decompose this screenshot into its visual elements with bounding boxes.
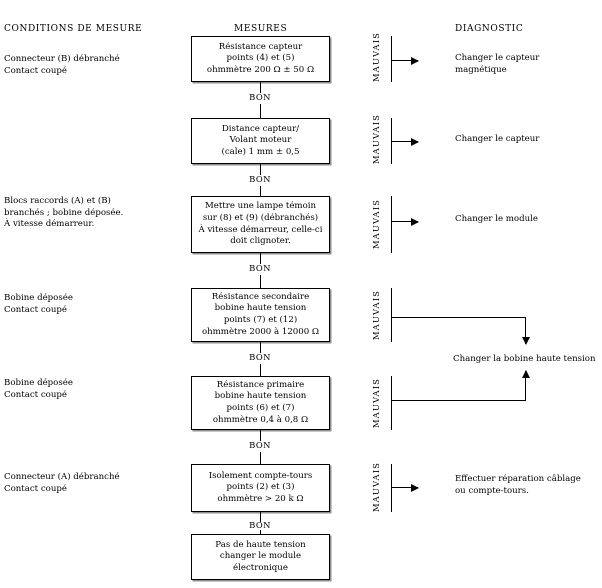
condition-label-3: Blocs raccords (A) et (B) branchés ; bob…: [4, 196, 124, 229]
bon-label-6: BON: [249, 520, 271, 530]
mauvais-bar-5: [391, 376, 392, 430]
measure-box-1: Résistance capteur points (4) et (5) ohm…: [191, 36, 330, 82]
merge-arrow-up: [521, 370, 530, 401]
mauvais-label-2: MAUVAIS: [371, 114, 381, 164]
connector-line-2b: [260, 186, 261, 196]
arrow-to-diagnostic-2: [392, 137, 419, 146]
condition-label-6: Connecteur (A) débranché Contact coupé: [4, 472, 120, 494]
bon-label-5: BON: [249, 440, 271, 450]
bon-label-1: BON: [249, 92, 271, 102]
measure-box-3: Mettre une lampe témoin sur (8) et (9) (…: [191, 196, 330, 253]
column-header-diagnostic: DIAGNOSTIC: [455, 24, 524, 34]
connector-line-3b: [260, 275, 261, 288]
bon-label-4: BON: [249, 352, 271, 362]
measure-box-4: Résistance secondaire bobine haute tensi…: [191, 288, 330, 342]
condition-label-1: Connecteur (B) débranché Contact coupé: [4, 54, 120, 76]
connector-line-1a: [260, 82, 261, 93]
mauvais-bar-4: [391, 288, 392, 342]
merge-arrow-down: [521, 317, 530, 345]
mauvais-label-4: MAUVAIS: [371, 290, 381, 340]
arrow-to-diagnostic-3: [392, 217, 419, 226]
connector-line-6b: [260, 530, 261, 534]
arrow-to-diagnostic-6: [392, 483, 419, 492]
connector-line-6a: [260, 512, 261, 522]
column-header-mesures: MESURES: [234, 24, 288, 34]
column-header-conditions: CONDITIONS DE MESURE: [4, 24, 143, 34]
merge-line-bottom-horizontal: [392, 400, 526, 401]
mauvais-label-3: MAUVAIS: [371, 199, 381, 250]
condition-label-4: Bobine déposée Contact coupé: [4, 293, 73, 315]
bon-label-2: BON: [249, 174, 271, 184]
measure-box-5: Résistance primaire bobine haute tension…: [191, 376, 330, 430]
mauvais-bar-1: [391, 36, 392, 82]
connector-line-4b: [260, 364, 261, 376]
mauvais-label-6: MAUVAIS: [371, 462, 381, 512]
merge-line-top-horizontal: [392, 317, 526, 318]
mauvais-bar-6: [391, 464, 392, 512]
mauvais-label-1: MAUVAIS: [371, 32, 381, 82]
measure-box-7: Pas de haute tension changer le module é…: [191, 534, 330, 580]
connector-line-4a: [260, 342, 261, 353]
shared-diagnostic-text: Changer la bobine haute tension: [453, 354, 596, 364]
arrow-to-diagnostic-1: [392, 56, 419, 65]
connector-line-1b: [260, 104, 261, 118]
mauvais-bar-3: [391, 196, 392, 253]
connector-line-5a: [260, 430, 261, 441]
measure-box-2: Distance capteur/ Volant moteur (cale) 1…: [191, 118, 330, 164]
connector-line-2a: [260, 164, 261, 175]
condition-label-5: Bobine déposée Contact coupé: [4, 378, 73, 400]
diagnostic-text-2: Changer le capteur: [455, 134, 540, 144]
diagnostic-text-6: Effectuer réparation câblage ou compte-t…: [455, 474, 581, 496]
bon-label-3: BON: [249, 263, 271, 273]
connector-line-5b: [260, 452, 261, 464]
measure-box-6: Isolement compte-tours points (2) et (3)…: [191, 464, 330, 512]
mauvais-bar-2: [391, 118, 392, 164]
diagnostic-text-3: Changer le module: [455, 214, 538, 224]
mauvais-label-5: MAUVAIS: [371, 378, 381, 428]
diagnostic-text-1: Changer le capteur magnétique: [455, 53, 540, 75]
connector-line-3a: [260, 253, 261, 264]
